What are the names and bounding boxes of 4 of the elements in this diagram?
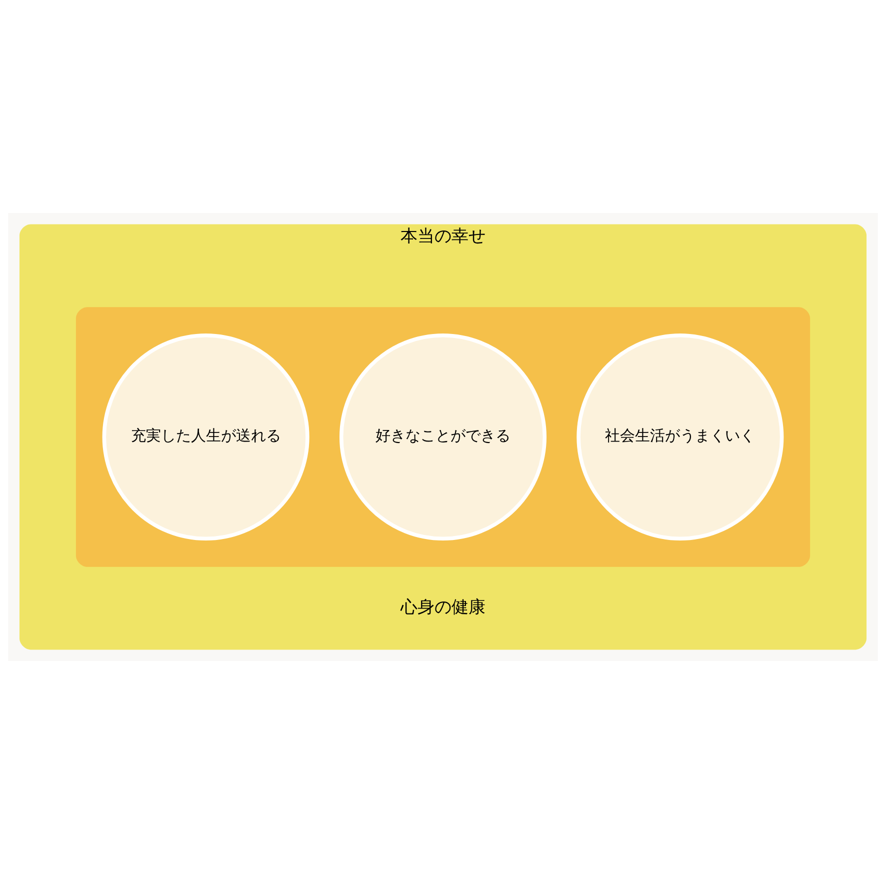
node-circle: 好きなことができる [339,333,547,541]
node-circle: 社会生活がうまくいく [576,333,784,541]
node-circle: 充実した人生が送れる [102,333,310,541]
cluster [76,307,810,567]
